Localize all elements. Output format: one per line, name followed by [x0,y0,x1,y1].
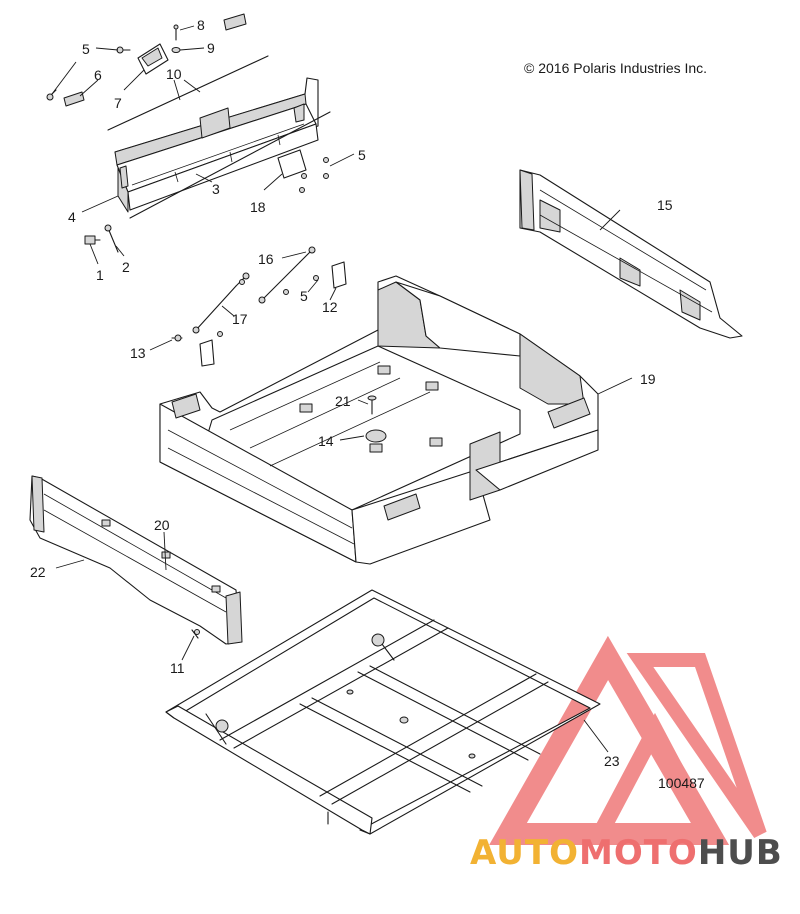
callout-7: 7 [114,95,122,111]
leader-lines [51,25,633,753]
side-panel-left [29,475,243,645]
copyright-text: © 2016 Polaris Industries Inc. [524,60,707,76]
watermark-text: AUTOMOTOHUB [470,833,783,873]
bolt-13 [171,334,183,342]
callout-5-top: 5 [82,41,90,57]
callout-20: 20 [154,517,170,533]
figure-number: 100487 [658,775,705,791]
callout-16: 16 [258,251,274,267]
callout-15: 15 [657,197,673,213]
callout-19: 19 [640,371,656,387]
callout-3: 3 [212,181,220,197]
screw-11 [191,629,200,639]
callout-14: 14 [318,433,334,449]
hardware-screw-5b [46,89,57,101]
callout-22: 22 [30,564,46,580]
bed-frame [165,589,601,835]
callout-8: 8 [197,17,205,33]
gas-strut-17 [192,272,250,334]
callout-17: 17 [232,311,248,327]
callout-6: 6 [94,67,102,83]
side-panel-right [519,169,743,339]
latch-handle-7 [137,43,169,75]
badge-top-right [223,13,247,31]
bracket-12 [331,261,347,289]
callout-4: 4 [68,209,76,225]
callout-5-mid: 5 [300,288,308,304]
badge-6 [63,91,85,107]
hardware-bolt-1 [84,235,101,245]
callout-2: 2 [122,259,130,275]
watermark-logo [489,635,767,845]
callout-21: 21 [335,393,351,409]
watermark-moto: MOTO [579,833,698,873]
callout-18: 18 [250,199,266,215]
tailgate-part [114,77,319,213]
bolts-misc [217,275,319,337]
callout-9: 9 [207,40,215,56]
callout-13: 13 [130,345,146,361]
screws-5c [299,157,329,193]
hardware-screw-5a [116,46,131,54]
callout-12: 12 [322,299,338,315]
plate-18 [277,149,307,179]
callout-23: 23 [604,753,620,769]
bracket-left [199,339,215,367]
pin-21 [367,395,377,415]
watermark-auto: AUTO [470,833,579,873]
washer-9 [171,47,181,53]
cargo-box [159,275,599,565]
callout-10: 10 [166,66,182,82]
callout-5-right: 5 [358,147,366,163]
spring-8 [173,24,179,41]
hardware-pin-2 [104,224,119,253]
gas-strut-16 [258,246,316,304]
callout-1: 1 [96,267,104,283]
callout-11: 11 [170,660,185,676]
watermark-hub: HUB [698,833,783,873]
